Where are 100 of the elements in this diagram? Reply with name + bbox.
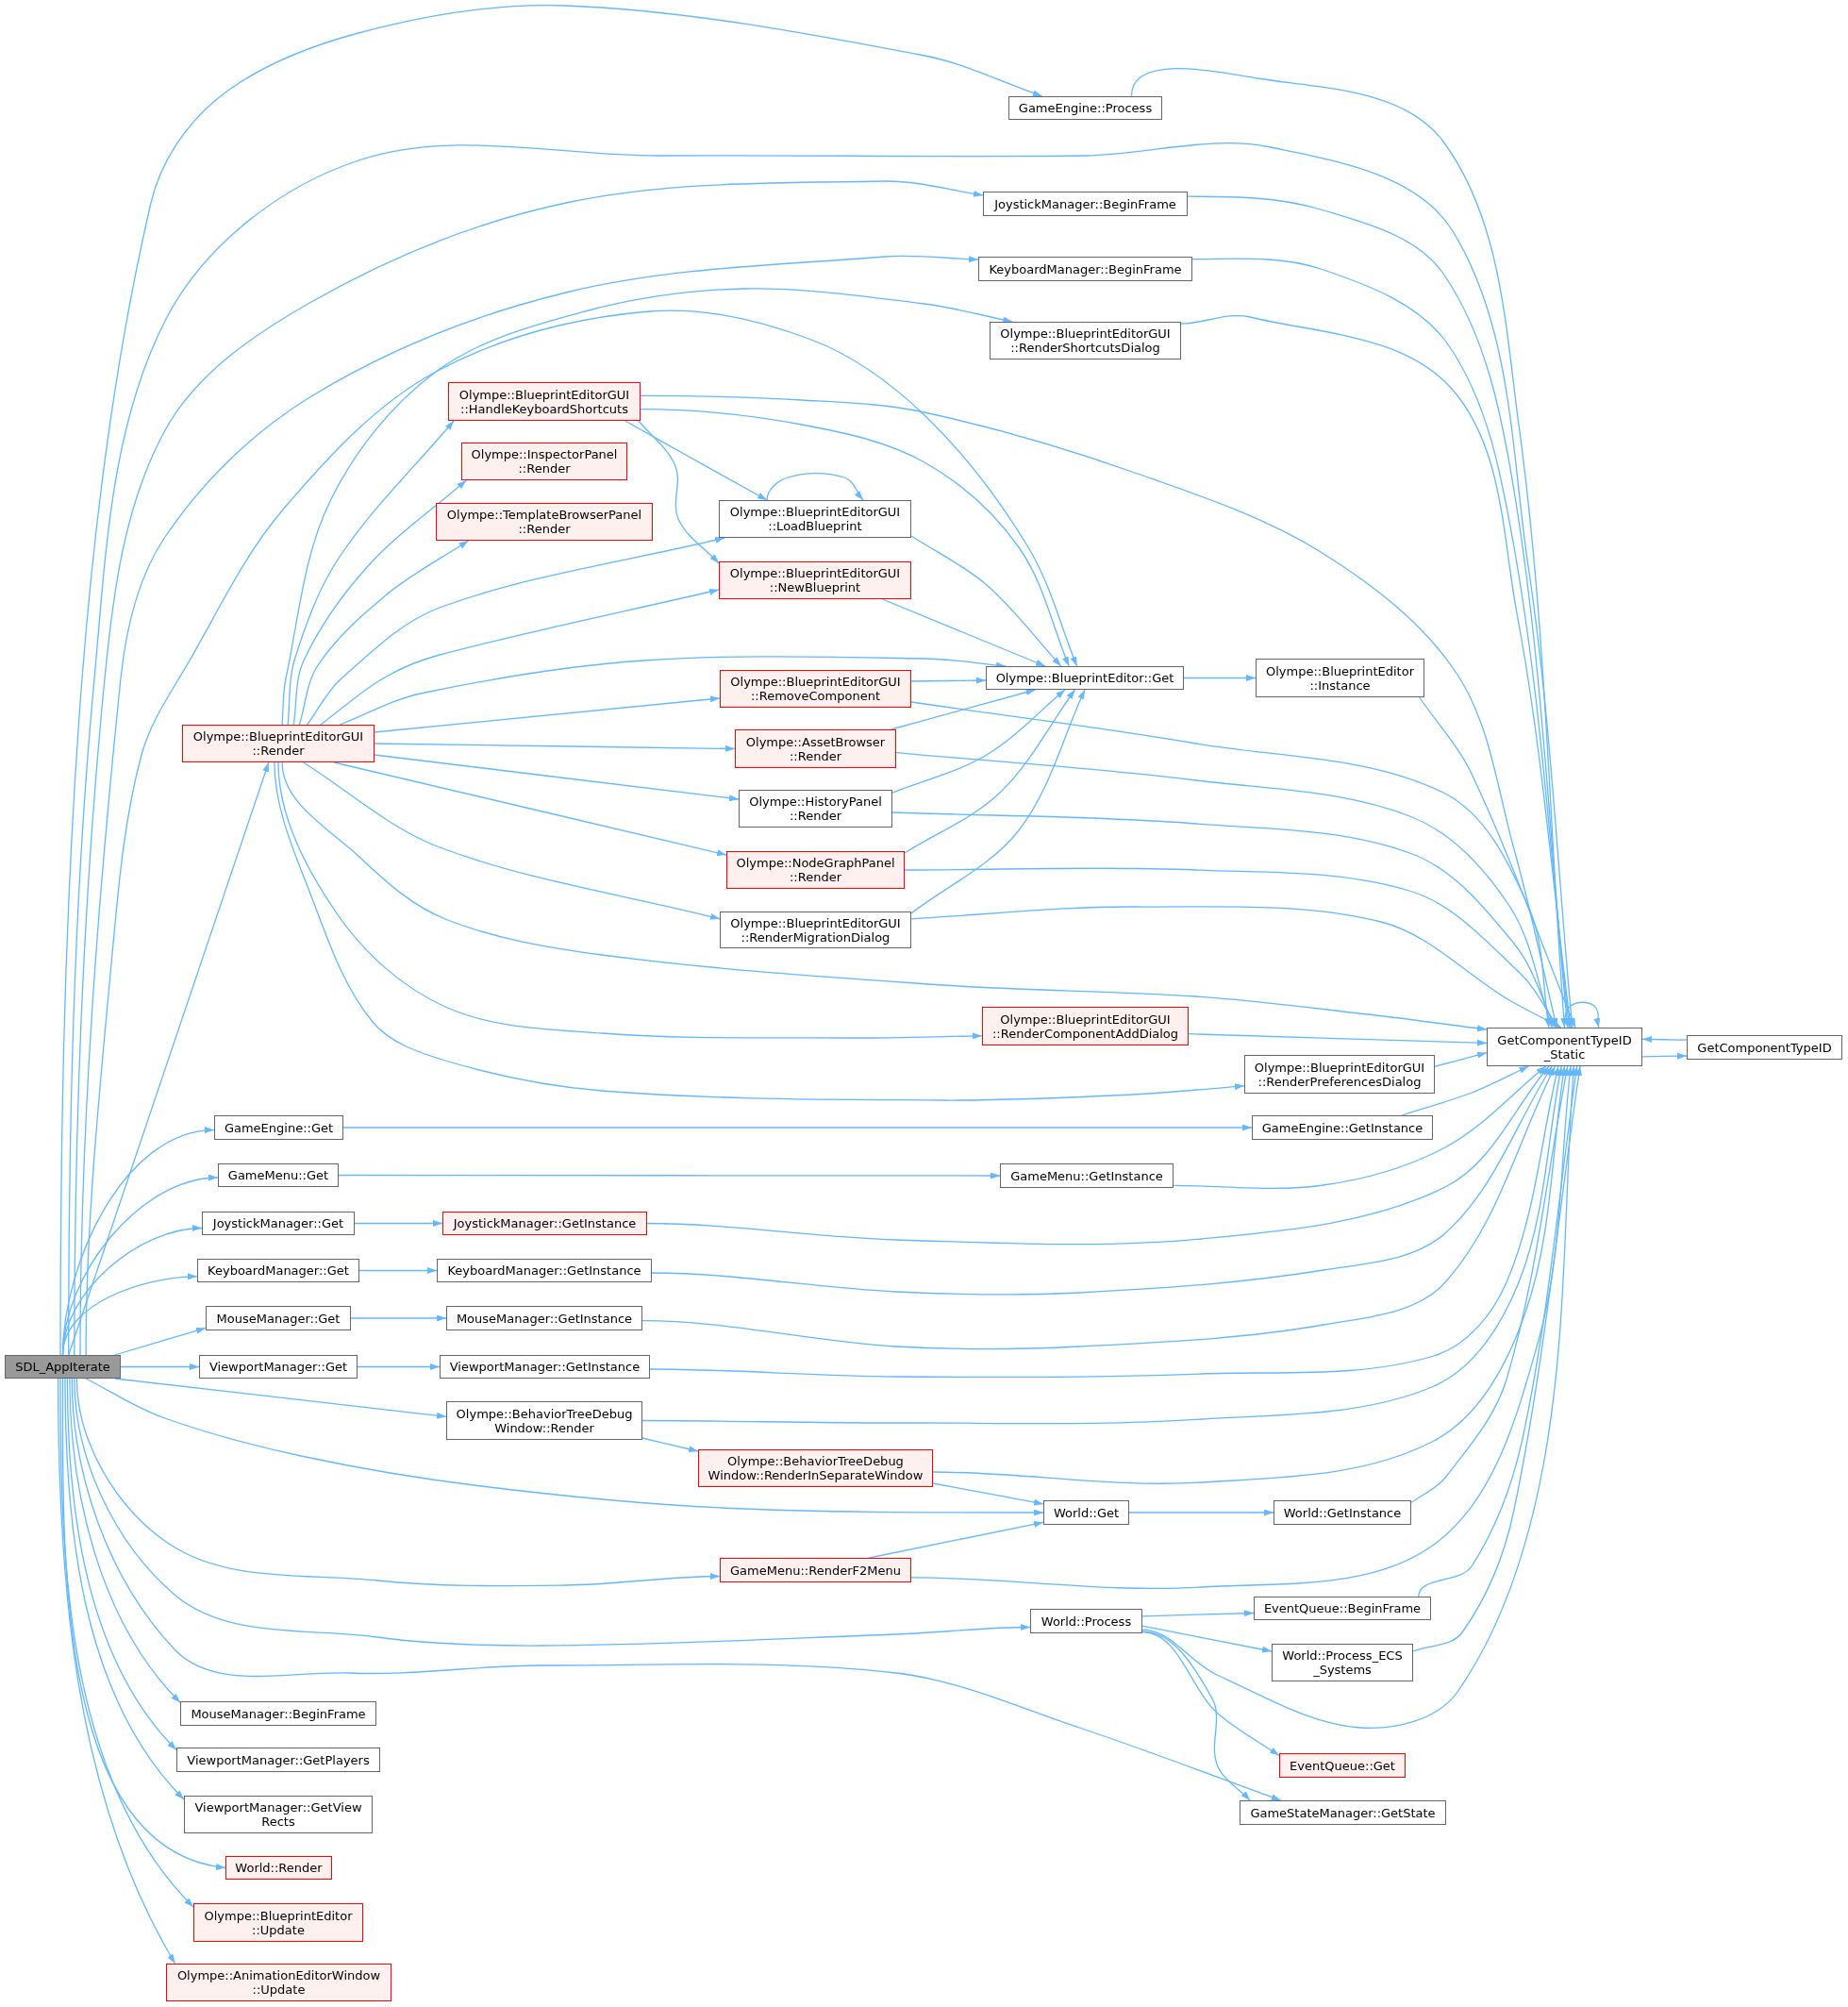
function-box [1030,1609,1142,1633]
call-arrow [61,1378,226,1869]
function-name: Olympe::BlueprintEditor::Get [995,671,1174,685]
call-arrow [74,1378,1031,1647]
call-arrow [1130,68,1568,1029]
call-arrow [895,751,1553,1029]
function-box [1256,659,1424,697]
function-name: JoystickManager::Get [212,1216,344,1230]
function-box [1274,1500,1411,1525]
function-box [436,503,653,541]
function-name: Olympe::BlueprintEditorGUI ::NewBlueprint [729,566,901,594]
call-arrow [1128,1509,1274,1516]
function-box [1254,1597,1431,1620]
function-box [437,1259,652,1282]
function-box [448,382,641,421]
function-box [1687,1035,1842,1060]
call-arrow [640,409,1070,667]
call-arrow [1641,1052,1688,1060]
function-name: World::Process [1041,1614,1132,1629]
call-arrow [1183,675,1257,681]
function-name: Olympe::BlueprintEditorGUI ::RemoveComponent [730,675,901,703]
call-arrow [306,536,725,726]
function-name: GameEngine::Get [224,1120,334,1135]
function-name: Olympe::BlueprintEditor ::Instance [1266,663,1414,693]
call-arrow [120,1363,200,1370]
function-name: Olympe::BlueprintEditorGUI ::RenderMigrationDialog [730,915,901,945]
function-name: ViewportManager::GetView Rects [194,1800,362,1829]
function-name: World::Get [1053,1505,1120,1520]
function-name: JoystickManager::GetInstance [453,1216,637,1230]
function-name: GameMenu::GetInstance [1010,1168,1163,1183]
function-name: KeyboardManager::BeginFrame [989,261,1182,276]
call-arrow [302,761,721,920]
function-name: Olympe::InspectorPanel ::Render [471,447,618,476]
function-box [180,1701,376,1726]
function-name: KeyboardManager::Get [208,1263,349,1278]
call-arrow [651,1065,1553,1296]
call-arrow [333,761,727,857]
function-box [698,1449,933,1487]
call-arrow [910,535,1062,667]
function-name: Olympe::BlueprintEditorGUI ::RenderComponentAddDialog [991,1012,1179,1041]
call-arrow [274,761,1245,1101]
function-name: World::Process_ECS _Systems [1282,1648,1403,1677]
function-box [982,1007,1189,1045]
call-arrow [66,1378,177,1751]
call-arrow [1141,1631,1251,1801]
call-arrow [374,754,740,802]
call-arrow [85,1378,1044,1516]
function-name: EventQueue::Get [1290,1758,1395,1773]
function-name: Olympe::BlueprintEditorGUI ::Render [192,729,364,758]
call-arrow [57,1378,176,1965]
function-name: Olympe::TemplateBrowserPanel ::Render [446,508,642,536]
call-arrow [1418,696,1576,1029]
call-arrow [910,1065,1573,1590]
call-arrow [281,288,1014,726]
call-arrow [910,677,987,684]
function-box [461,443,627,480]
call-arrow [350,1314,447,1322]
function-box [739,790,892,828]
call-arrow [1141,1610,1255,1617]
function-box [978,257,1192,281]
function-box [1272,1644,1413,1681]
call-arrow [374,695,721,733]
call-arrow [891,811,1557,1029]
function-name: JoystickManager::BeginFrame [994,196,1176,211]
call-arrow [891,689,1037,730]
function-box [983,192,1188,216]
function-box [720,1558,911,1582]
function-box [720,670,911,708]
function-name: SDL_AppIterate [15,1360,110,1374]
function-box [199,1355,358,1379]
call-arrow [932,1065,1567,1484]
function-name: MouseManager::BeginFrame [191,1706,366,1721]
call-arrow [281,761,1488,1032]
function-name: EventQueue::BeginFrame [1263,1601,1422,1615]
call-arrow [766,473,864,501]
call-arrow [868,1520,1044,1559]
call-arrow [638,420,720,564]
call-arrow [1641,1036,1688,1043]
function-box [990,322,1181,360]
function-box [986,666,1184,690]
function-box [1008,96,1162,120]
function-name: Olympe::AnimationEditorWindow ::Update [176,1968,381,1997]
call-arrow [75,1378,721,1587]
function-box [1279,1753,1406,1778]
function-box [446,1306,642,1330]
call-arrow [320,588,720,726]
call-arrow [61,1273,198,1356]
call-arrow [357,1363,441,1370]
call-arrow [641,1437,699,1453]
function-box [1244,1055,1435,1094]
function-name: Olympe::BlueprintEditorGUI ::RenderShortcutsDialog [1000,326,1171,355]
function-box [5,1355,121,1379]
function-box [214,1115,343,1140]
call-arrow [1188,1033,1488,1046]
call-arrow [59,1378,194,1908]
function-name: GetComponentTypeID [1697,1040,1832,1055]
function-box [184,1796,373,1833]
function-name: GameMenu::Get [227,1168,329,1182]
function-name: GameEngine::Process [1018,101,1153,115]
call-arrow [1141,1065,1577,1729]
